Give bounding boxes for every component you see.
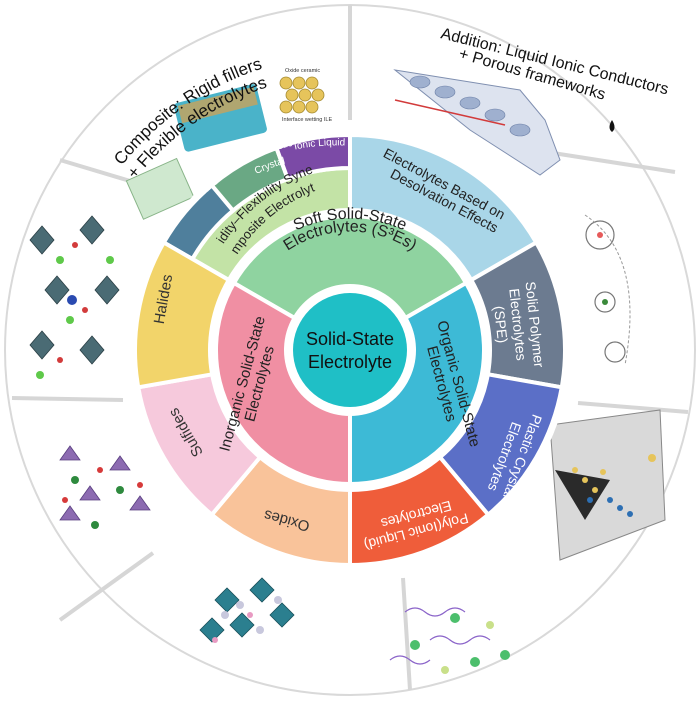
outer-illustration-plastic bbox=[549, 409, 666, 561]
spe-label-line3: (SPE) bbox=[491, 305, 511, 344]
inorganic-segment bbox=[214, 280, 352, 487]
spe-label-line2: Electrolytes bbox=[506, 288, 529, 362]
outer-dividers bbox=[11, 5, 689, 691]
outer-illustration-spe bbox=[584, 214, 631, 366]
outer-illustration-composite bbox=[125, 76, 325, 220]
interface-wetting-label: Interface wetting ILE bbox=[282, 117, 332, 123]
outer-illustration-halides bbox=[29, 215, 120, 379]
oxide-ceramic-label: Oxide ceramic bbox=[285, 68, 320, 74]
center-title-line2: Electrolyte bbox=[308, 352, 392, 372]
inner-segments bbox=[214, 214, 486, 487]
outer-illustration-addition bbox=[393, 69, 615, 176]
outer-illustration-sulfides bbox=[59, 445, 151, 529]
center-disc bbox=[293, 293, 407, 407]
middle-segments bbox=[133, 132, 567, 568]
outer-illustration-oxides bbox=[199, 577, 295, 643]
halides-segment bbox=[133, 239, 232, 390]
outer-illustration-poly-ionic bbox=[389, 607, 510, 674]
organic-segment bbox=[348, 280, 486, 487]
center-title-line1: Solid-State bbox=[306, 329, 394, 349]
soft-segment bbox=[231, 214, 469, 321]
